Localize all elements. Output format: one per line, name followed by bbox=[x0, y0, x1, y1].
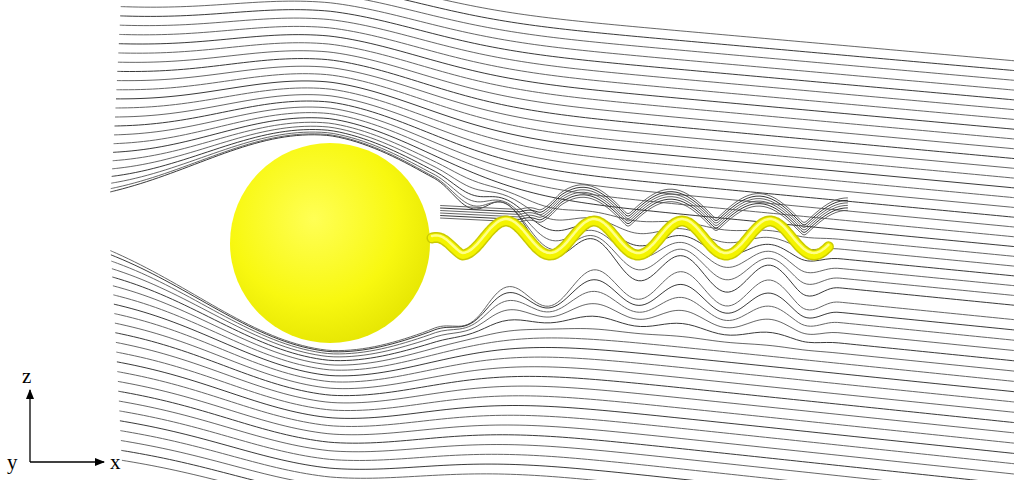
streamline bbox=[121, 0, 1014, 80]
streamline bbox=[113, 295, 1014, 382]
streamline bbox=[121, 1, 1014, 90]
streamline bbox=[120, 18, 1014, 110]
streamline bbox=[117, 59, 1014, 159]
streamline bbox=[115, 333, 1014, 423]
streamline bbox=[120, 431, 1014, 480]
axis-label: x bbox=[110, 452, 121, 473]
streamline bbox=[114, 314, 1014, 402]
streamline bbox=[119, 401, 1014, 480]
streamline bbox=[114, 304, 1014, 392]
x-axis-arrow bbox=[30, 461, 104, 462]
streamlines bbox=[110, 0, 1014, 480]
streamline bbox=[121, 450, 1014, 480]
streamline bbox=[118, 391, 1014, 480]
streamline bbox=[116, 352, 1014, 443]
axis-label: z bbox=[22, 366, 31, 387]
streamline bbox=[122, 0, 1014, 61]
streamline bbox=[116, 88, 1014, 198]
streamline bbox=[122, 0, 1014, 71]
streamline bbox=[120, 10, 1014, 100]
streamline bbox=[122, 460, 1014, 480]
streamline bbox=[116, 342, 1014, 433]
axis-triad bbox=[30, 390, 104, 462]
swimmer-body bbox=[230, 143, 430, 343]
helical-tail bbox=[432, 219, 828, 255]
tail-highlight bbox=[432, 219, 828, 253]
sphere-head bbox=[230, 143, 430, 343]
axis-label: y bbox=[7, 452, 18, 473]
streamline bbox=[116, 74, 1014, 179]
z-axis-arrow bbox=[29, 390, 30, 462]
streamline bbox=[119, 411, 1014, 480]
streamline bbox=[117, 372, 1014, 464]
streamline bbox=[119, 26, 1014, 120]
streamline bbox=[118, 43, 1014, 140]
streamline bbox=[118, 51, 1014, 149]
streamline bbox=[117, 66, 1014, 168]
streamline bbox=[121, 441, 1014, 480]
streamline bbox=[118, 381, 1014, 474]
